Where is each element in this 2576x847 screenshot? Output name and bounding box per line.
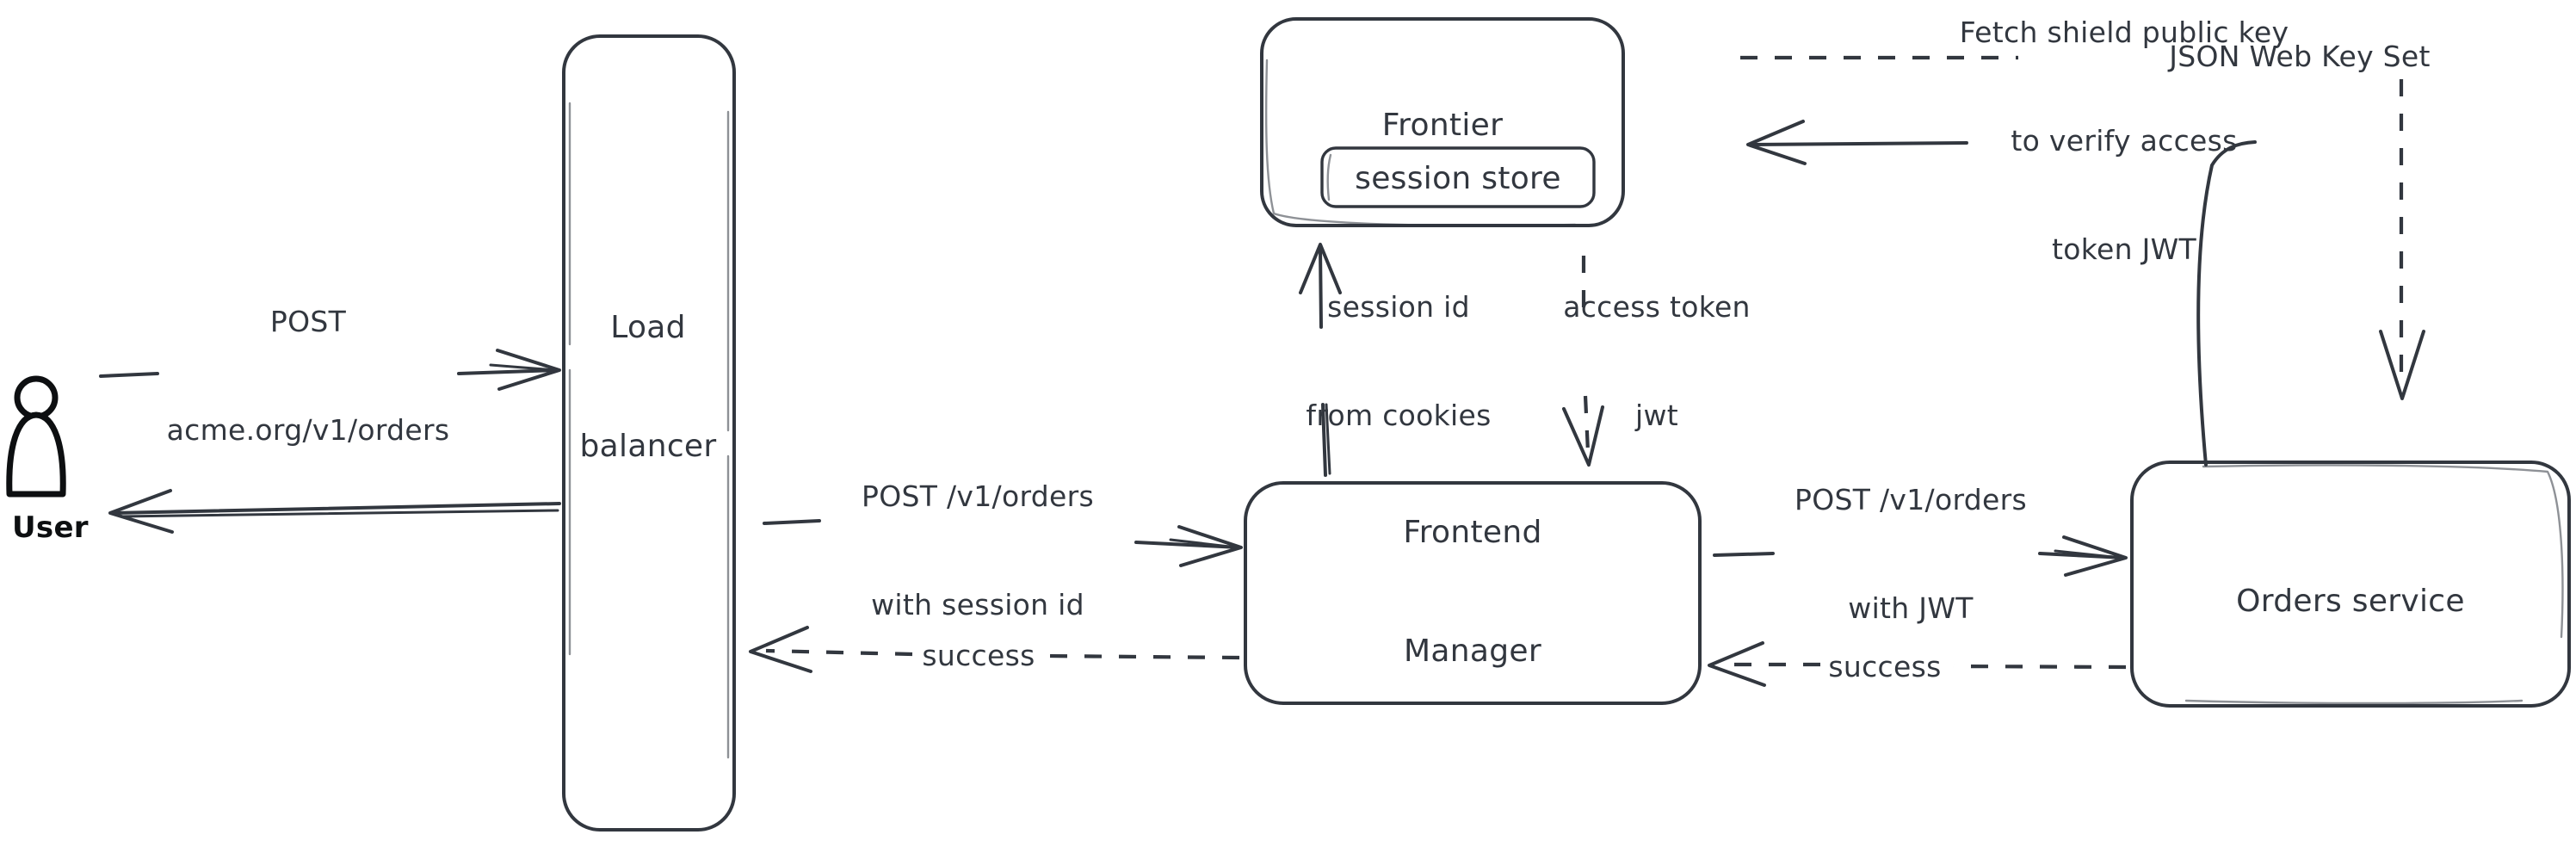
edge-frontend-manager-to-orders-service [1713, 535, 2128, 577]
edge-label-load-balancer-to-frontend-manager-line1: POST /v1/orders [862, 479, 1094, 513]
node-label-session-store: session store [1355, 161, 1561, 196]
node-session-store-shape[interactable] [1320, 146, 1596, 208]
edge-label-orders-service-to-frontier-line3: token JWT [2052, 232, 2196, 266]
edge-label-user-to-load-balancer: POST acme.org/v1/orders [153, 232, 463, 521]
edge-label-orders-service-to-frontier: Fetch shield public key to verify access… [1918, 0, 2331, 340]
node-label-frontend-manager: Frontend Manager [1257, 434, 1688, 751]
edge-orders-service-to-frontend-manager [1708, 641, 2127, 687]
edge-label-frontier-to-orders-service-jwks: JSON Web Key Set [2169, 40, 2431, 73]
edge-label-frontend-manager-to-frontier-line2: from cookies [1306, 399, 1492, 432]
edge-label-user-to-load-balancer-line1: POST [269, 305, 347, 338]
edge-frontier-to-frontend-manager [1562, 256, 1604, 467]
node-label-orders-service: Orders service [2236, 584, 2465, 619]
edge-label-frontend-manager-to-orders-service-line1: POST /v1/orders [1795, 483, 2027, 516]
edge-label-frontier-to-frontend-manager-line1: access token [1563, 290, 1751, 324]
edge-label-frontend-manager-to-orders-service: POST /v1/orders with JWT [1747, 410, 2074, 699]
edge-label-orders-service-to-frontend-manager: success [1828, 650, 1942, 683]
node-frontend-manager-shape[interactable] [1244, 481, 1702, 705]
edge-user-to-load-balancer [99, 349, 561, 391]
edge-frontier-to-orders-service-jwks [1740, 55, 2425, 400]
edge-label-frontier-to-frontend-manager-line2: jwt [1635, 399, 1678, 432]
edge-label-frontend-manager-to-frontier: session id from cookies [1269, 217, 1528, 506]
edge-label-load-balancer-to-frontend-manager-line2: with session id [871, 588, 1084, 621]
person-icon [6, 375, 66, 498]
node-load-balancer-shape[interactable] [562, 34, 736, 832]
node-label-load-balancer: Load balancer [566, 229, 730, 546]
node-label-frontier: Frontier [1381, 108, 1504, 143]
node-label-frontend-manager-line2: Manager [1404, 634, 1541, 669]
edge-load-balancer-to-frontend-manager [763, 519, 1243, 567]
edge-label-frontier-to-frontend-manager: access token jwt [1528, 217, 1786, 506]
edge-label-orders-service-to-frontier-line2: to verify access [2011, 124, 2238, 158]
edge-load-balancer-to-user [108, 489, 561, 534]
node-label-load-balancer-line2: balancer [579, 429, 717, 464]
edge-label-load-balancer-to-frontend-manager: POST /v1/orders with session id [814, 406, 1141, 696]
edge-label-frontend-manager-to-orders-service-line2: with JWT [1848, 591, 1974, 625]
edge-label-user-to-load-balancer-line2: acme.org/v1/orders [166, 413, 450, 447]
edge-label-frontend-manager-to-frontier-line1: session id [1327, 290, 1470, 324]
node-label-frontend-manager-line1: Frontend [1403, 515, 1542, 550]
node-orders-service-shape[interactable] [2130, 461, 2571, 708]
actor-label-user: User [12, 510, 89, 545]
edge-orders-service-to-frontier [1746, 120, 2257, 467]
node-frontier-shape[interactable] [1260, 17, 1625, 227]
edge-label-orders-service-to-frontier-line1: Fetch shield public key [1959, 15, 2289, 49]
edge-frontend-manager-to-frontier [1299, 243, 1342, 477]
edge-frontend-manager-to-load-balancer [749, 626, 1240, 673]
edge-label-frontend-manager-to-load-balancer: success [922, 639, 1035, 672]
node-label-load-balancer-line1: Load [610, 310, 686, 345]
